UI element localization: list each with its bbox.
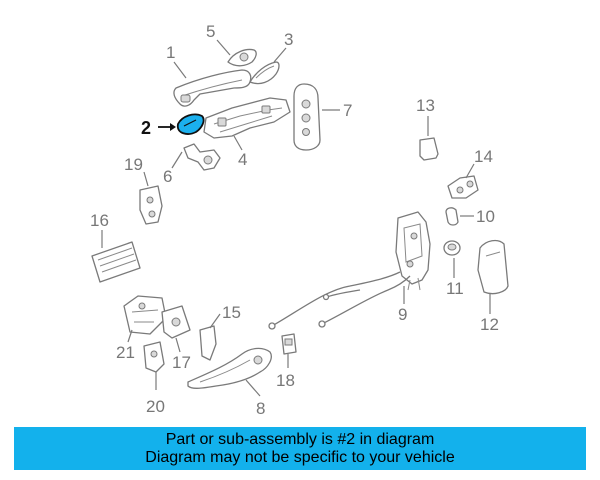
leader-5 — [216, 39, 231, 56]
part-12-cover[interactable] — [477, 239, 509, 295]
part-15-small-bracket[interactable] — [199, 325, 217, 361]
leader-4 — [233, 135, 243, 151]
part-13-plug[interactable] — [419, 137, 439, 161]
callout-9: 9 — [398, 305, 407, 324]
callout-13: 13 — [416, 96, 435, 115]
callout-6: 6 — [163, 167, 172, 186]
leader-2-arrowhead — [170, 123, 176, 131]
part-19-bracket[interactable] — [139, 185, 163, 225]
part-7-key-fob[interactable] — [293, 83, 321, 151]
part-3-cover[interactable] — [249, 61, 280, 85]
callout-10: 10 — [476, 207, 495, 226]
callout-1: 1 — [166, 43, 175, 62]
callout-8: 8 — [256, 399, 265, 418]
banner-line-1: Part or sub-assembly is #2 in diagram — [165, 430, 435, 448]
callout-3: 3 — [284, 30, 293, 49]
part-1-outer-handle[interactable] — [173, 69, 252, 107]
info-banner: Part or sub-assembly is #2 in diagram Di… — [14, 427, 586, 470]
leader-8 — [245, 379, 261, 397]
callout-4: 4 — [238, 150, 247, 169]
callout-11: 11 — [446, 279, 464, 298]
callout-7: 7 — [343, 101, 352, 120]
callout-19: 19 — [124, 155, 143, 174]
callout-12: 12 — [480, 315, 499, 334]
callout-18: 18 — [276, 371, 295, 390]
leader-1 — [173, 61, 187, 79]
part-20-lock-striker[interactable] — [143, 341, 165, 373]
part-17-sensor[interactable] — [161, 305, 191, 339]
leader-15 — [209, 313, 221, 329]
leader-21 — [127, 329, 133, 343]
part-21-bracket-assembly[interactable] — [123, 295, 167, 335]
part-11-bushing[interactable] — [443, 240, 461, 256]
callout-21: 21 — [116, 343, 135, 362]
callout-5: 5 — [206, 22, 215, 41]
bowden-cables — [268, 271, 411, 330]
callout-14: 14 — [474, 147, 493, 166]
part-10-clip[interactable] — [445, 207, 459, 226]
banner-line-2: Diagram may not be specific to your vehi… — [145, 448, 455, 466]
part-6-lever[interactable] — [183, 143, 221, 171]
part-2-lock-cylinder[interactable] — [176, 113, 205, 135]
part-18-switch[interactable] — [281, 333, 297, 355]
callout-16: 16 — [90, 211, 109, 230]
callout-20: 20 — [146, 397, 165, 416]
part-8-inner-handle[interactable] — [187, 347, 272, 389]
part-9-latch-assembly[interactable] — [395, 211, 431, 291]
callout-15: 15 — [222, 303, 241, 322]
part-5-handle-cap[interactable] — [227, 48, 257, 67]
leader-19 — [143, 171, 149, 187]
leader-14 — [465, 163, 475, 179]
part-14-striker[interactable] — [447, 175, 479, 199]
part-16-control-module[interactable] — [91, 241, 141, 283]
part-4-handle-carrier[interactable] — [203, 97, 291, 139]
leader-3 — [273, 47, 287, 63]
leader-17 — [175, 337, 181, 353]
parts-diagram: 1 5 3 7 2 4 6 — [90, 22, 509, 418]
leader-6 — [171, 151, 183, 169]
callout-17: 17 — [172, 353, 191, 372]
callout-2: 2 — [141, 118, 151, 138]
